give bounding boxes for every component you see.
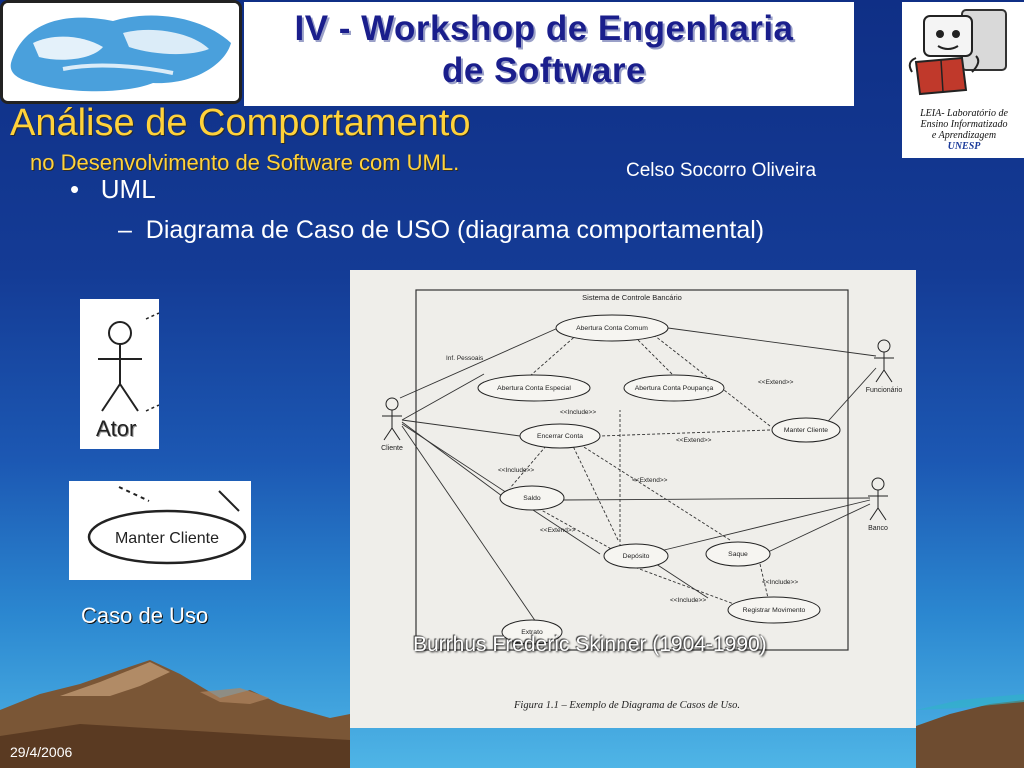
sub-bullet-text: Diagrama de Caso de USO (diagrama compor… [145, 216, 765, 244]
use-case-ellipse-icon: Manter Cliente [87, 486, 247, 565]
uc-abertura-especial [477, 374, 591, 402]
extend-label-1: <<Extend>> [758, 379, 794, 386]
dash-icon: – [118, 216, 146, 244]
uc-registrar [727, 596, 821, 624]
use-case-diagram: Sistema de Controle Bancário Cliente Fun… [350, 270, 916, 728]
use-case-example-label: Manter Cliente [115, 530, 219, 547]
uc-extrato [501, 619, 563, 645]
mountain-landscape [0, 660, 1024, 768]
workshop-banner: IV - Workshop de Engenharia de Software [244, 2, 854, 106]
computer-mascot-icon [908, 9, 1007, 96]
slide-date: 29/4/2006 [10, 744, 73, 760]
diagram-svg: Sistema de Controle Bancário Cliente Fun… [350, 270, 916, 728]
actor-cliente: Cliente [381, 397, 403, 452]
banner-title: IV - Workshop de Engenharia de Software [244, 8, 844, 92]
leia-line-1: LEIA- Laboratório de [920, 108, 1008, 119]
extend-label-4: <<Extend>> [540, 527, 576, 534]
stick-figure-icon [98, 312, 160, 412]
inf-pessoais-label: Inf. Pessoais [446, 355, 484, 362]
include-label-2: <<Include>> [498, 467, 534, 474]
uc-abertura-poupanca [623, 374, 725, 402]
uc-encerrar-label: Encerrar Conta [537, 433, 583, 440]
extend-label-2: <<Extend>> [676, 437, 712, 444]
include-label-1: <<Include>> [560, 409, 596, 416]
author-name: Celso Socorro Oliveira [626, 160, 817, 181]
banner-title-line-2: de Software [442, 51, 646, 90]
workshop-logo [0, 0, 242, 104]
leia-logo: LEIA- Laboratório de Ensino Informatizad… [902, 2, 1024, 158]
use-case-ellipses [477, 314, 841, 645]
uc-saque-label: Saque [728, 551, 748, 558]
actor-cliente-label: Cliente [381, 445, 403, 452]
skinner-caption: Burrhus Frederic Skinner (1904-1990) [413, 633, 767, 656]
slide-subtitle: no Desenvolvimento de Software com UML. [30, 150, 460, 175]
banner-title-line-1: IV - Workshop de Engenharia [294, 9, 794, 48]
uc-saldo-label: Saldo [523, 495, 541, 502]
globe-logo-icon [3, 3, 239, 101]
leia-line-2: Ensino Informatizado [920, 119, 1008, 130]
uc-deposito [603, 543, 669, 569]
system-title: Sistema de Controle Bancário [582, 293, 682, 302]
uc-deposito-label: Depósito [623, 553, 650, 560]
bullet-item: • UML [70, 174, 156, 204]
use-case-caption: Caso de Uso [81, 603, 209, 628]
uc-abertura-comum [555, 314, 669, 342]
actor-banco-label: Banco [868, 525, 888, 532]
uc-abertura-comum-label: Abertura Conta Comum [576, 325, 648, 332]
include-label-4: <<Include>> [670, 597, 706, 604]
bullet-text: UML [100, 174, 156, 204]
actor-funcionario-label: Funcionário [866, 387, 903, 394]
uc-manter-label: Manter Cliente [784, 427, 828, 434]
uc-saque [705, 541, 771, 567]
extend-label-3: <<Extend>> [632, 477, 668, 484]
uc-extrato-label: Extrato [521, 629, 543, 636]
leia-line-3: e Aprendizagem [931, 130, 997, 141]
bullet-dot-icon: • [70, 174, 101, 204]
leia-caption: LEIA- Laboratório de Ensino Informatizad… [906, 108, 1022, 152]
uc-manter [771, 417, 841, 443]
include-label-3: <<Include>> [762, 579, 798, 586]
uc-abertura-especial-label: Abertura Conta Especial [497, 385, 571, 392]
actor-banco: Banco [868, 477, 888, 532]
figure-caption: Figura 1.1 – Exemplo de Diagrama de Caso… [513, 700, 740, 711]
uc-registrar-label: Registrar Movimento [743, 607, 806, 614]
unesp-label: UNESP [947, 141, 981, 152]
uc-saldo [499, 485, 565, 511]
actor-example-image: Ator [80, 299, 160, 449]
use-case-example-image: Manter Cliente [69, 481, 251, 580]
association-lines [399, 327, 877, 623]
sub-bullet-item: – Diagrama de Caso de USO (diagrama comp… [118, 214, 764, 246]
uc-encerrar [519, 423, 601, 449]
actor-funcionario: Funcionário [866, 339, 903, 394]
system-boundary [415, 289, 849, 651]
actor-label: Ator [96, 416, 137, 441]
slide-title: Análise de Comportamento [10, 102, 471, 144]
uc-abertura-poupanca-label: Abertura Conta Poupança [635, 385, 714, 392]
